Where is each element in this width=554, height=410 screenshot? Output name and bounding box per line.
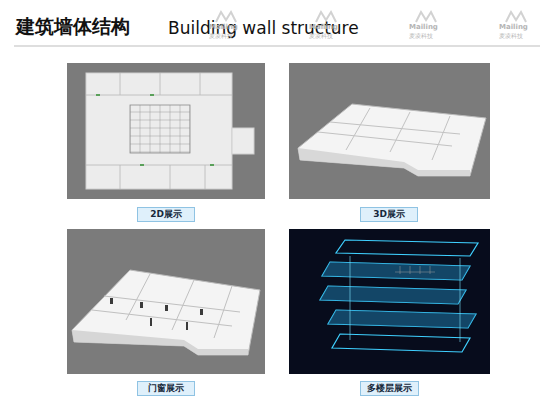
watermark: Mailing [309, 23, 338, 31]
caption-box: 2D展示 [137, 207, 195, 222]
watermark: Mailing [209, 23, 238, 31]
watermark: Mailing [409, 23, 438, 31]
caption-text: 门窗展示 [148, 382, 184, 395]
caption-box: 门窗展示 [137, 381, 195, 396]
caption-text: 3D展示 [373, 208, 405, 221]
watermark: 麦凌科技 [409, 32, 433, 41]
watermark: 麦凌科技 [309, 32, 333, 41]
caption-box: 3D展示 [360, 207, 418, 222]
watermark: 麦凌科技 [499, 32, 523, 41]
caption-text: 2D展示 [150, 208, 182, 221]
slide-title: 建筑墙体结构 [16, 14, 130, 40]
caption-text: 多楼层展示 [367, 382, 412, 395]
watermark: 麦凌科技 [209, 32, 233, 41]
caption-box: 多楼层展示 [360, 381, 419, 396]
watermark: Mailing [499, 23, 528, 31]
